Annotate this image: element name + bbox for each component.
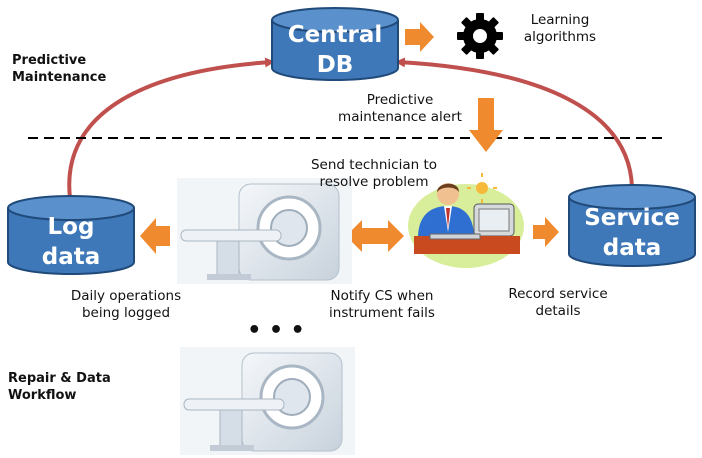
repair-data-workflow-heading: Repair & Data Workflow xyxy=(8,370,111,404)
central-db-label: Central DB xyxy=(272,20,398,80)
log-data-line1: Log xyxy=(47,214,95,240)
maintenance-alert-label: Predictive maintenance alert xyxy=(330,92,470,126)
arrow-db-to-learning xyxy=(405,22,434,52)
record-service-label: Record service details xyxy=(488,286,628,320)
service-data-line1: Service xyxy=(584,205,680,231)
learning-line1: Learning xyxy=(530,12,590,28)
ct-scanner-image xyxy=(180,347,355,455)
service-data-label: Service data xyxy=(569,203,695,263)
notify-cs-label: Notify CS when instrument fails xyxy=(312,288,452,322)
central-db-cylinder xyxy=(271,7,399,81)
arrow-notify-bidirectional xyxy=(346,220,404,252)
service-data-line2: data xyxy=(602,235,662,261)
arrow-scanner-to-log xyxy=(140,218,170,254)
record-line2: details xyxy=(535,303,581,319)
predictive-line2: Maintenance xyxy=(12,70,107,85)
learning-algorithms-label: Learning algorithms xyxy=(510,12,610,46)
notify-line2: instrument fails xyxy=(329,305,435,321)
send-technician-label: Send technician to resolve problem xyxy=(296,157,452,191)
repair-line1: Repair & Data xyxy=(8,371,111,386)
learning-line2: algorithms xyxy=(523,29,597,45)
predictive-curve-left xyxy=(67,57,275,199)
send-tech-line2: resolve problem xyxy=(319,174,429,190)
daily-operations-label: Daily operations being logged xyxy=(56,288,196,322)
log-data-cylinder xyxy=(7,195,135,275)
service-data-cylinder xyxy=(568,184,696,267)
notify-line1: Notify CS when xyxy=(330,288,434,304)
gear-icon xyxy=(457,13,503,59)
arrow-alert-down xyxy=(469,98,503,152)
predictive-maintenance-heading: Predictive Maintenance xyxy=(12,52,106,86)
daily-line2: being logged xyxy=(81,305,171,321)
record-line1: Record service xyxy=(508,286,608,302)
ct-scanner-image xyxy=(177,178,352,284)
daily-line1: Daily operations xyxy=(70,288,182,304)
alert-line1: Predictive xyxy=(366,92,434,108)
repair-line2: Workflow xyxy=(8,388,77,403)
central-db-line2: DB xyxy=(316,52,354,78)
predictive-curve-right xyxy=(395,57,634,189)
send-tech-line1: Send technician to xyxy=(310,157,438,173)
central-db-line1: Central xyxy=(287,22,383,48)
log-data-line2: data xyxy=(41,244,101,270)
technician-at-computer-clipart xyxy=(408,173,524,268)
arrow-tech-to-service xyxy=(533,217,559,247)
predictive-line1: Predictive xyxy=(12,53,87,68)
ellipsis-more-instruments: • • • xyxy=(247,318,305,343)
alert-line2: maintenance alert xyxy=(338,109,462,125)
log-data-label: Log data xyxy=(8,212,134,272)
